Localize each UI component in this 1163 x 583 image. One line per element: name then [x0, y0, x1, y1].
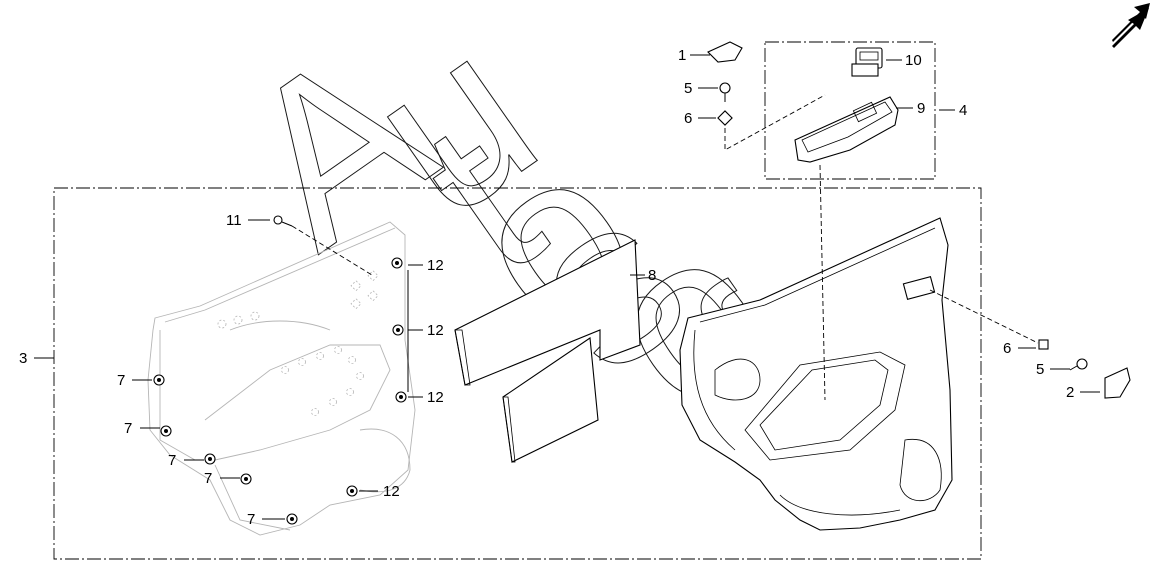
- callout-7-c: 7: [168, 452, 176, 469]
- clip-icon: [153, 374, 165, 386]
- cover-1-icon: [707, 41, 743, 63]
- door-trim-panel: [679, 217, 953, 531]
- clip-icon: [392, 324, 404, 336]
- callout-2: 2: [1066, 384, 1074, 401]
- callout-4: 4: [959, 102, 967, 119]
- clip-icon: [286, 513, 298, 525]
- screw-5-icon-right: [1069, 358, 1088, 371]
- callout-6-right: 6: [1003, 340, 1011, 357]
- screw-11-icon: [273, 215, 293, 227]
- callout-7-e: 7: [247, 511, 255, 528]
- clip-icon: [346, 485, 358, 497]
- callout-12-a: 12: [427, 257, 444, 274]
- callout-7-a: 7: [117, 372, 125, 389]
- callout-9: 9: [917, 100, 925, 117]
- screw-5-icon-upper: [719, 82, 731, 102]
- upper-fastener-leader: [724, 94, 826, 151]
- callout-12-c: 12: [427, 389, 444, 406]
- insulation-pad-lower: [502, 337, 599, 463]
- callout-7-b: 7: [124, 420, 132, 437]
- callout-3: 3: [19, 350, 27, 367]
- assembly-frame-3: [53, 187, 982, 560]
- callout-5-right: 5: [1036, 361, 1044, 378]
- clip-icon: [204, 453, 216, 465]
- right-fastener-leader: [929, 289, 1039, 344]
- callout-5-upper: 5: [684, 80, 692, 97]
- clip-icon: [391, 257, 403, 269]
- nut-6-icon-upper: [717, 110, 733, 126]
- clip-icon: [240, 473, 252, 485]
- assembly-frame-4: [764, 41, 936, 180]
- front-direction-arrow-icon: [1112, 3, 1150, 48]
- callout-12-d: 12: [383, 483, 400, 500]
- clip-icon: [395, 391, 407, 403]
- callout-1: 1: [678, 47, 686, 64]
- inner-panel-ghost: [147, 221, 416, 536]
- switch-10-icon: [851, 47, 883, 77]
- clip-12-icons: [346, 257, 407, 497]
- cover-2-icon: [1104, 367, 1131, 399]
- callout-12-b: 12: [427, 322, 444, 339]
- switch-panel-leader: [819, 164, 826, 401]
- insulation-pad-upper: [454, 239, 641, 386]
- callout-8: 8: [648, 267, 656, 284]
- clip-icon: [160, 425, 172, 437]
- callout-10: 10: [905, 52, 922, 69]
- callout-11: 11: [226, 212, 242, 229]
- callout-leaders: [34, 54, 1100, 520]
- ghost-clip-holes: [217, 270, 379, 416]
- nut-6-icon-right: [1038, 339, 1049, 350]
- window-switch-panel: [794, 96, 899, 163]
- callout-6-upper: 6: [684, 110, 692, 127]
- callout-7-d: 7: [204, 470, 212, 487]
- clip-7-icons: [153, 374, 298, 525]
